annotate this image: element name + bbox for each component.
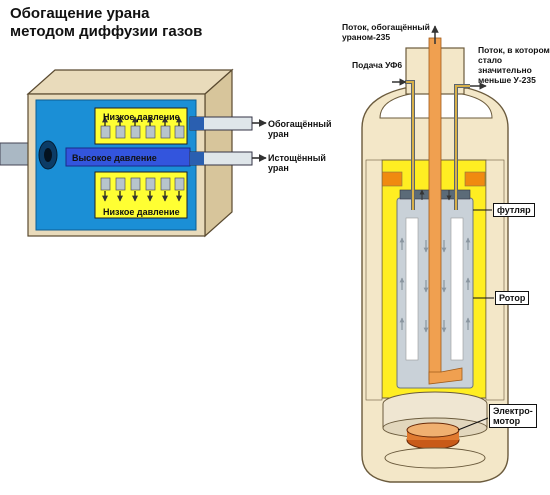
depleted-uranium-label-line-2: уран [268,163,289,173]
flow-enriched-label-line-2: ураном-235 [342,32,391,42]
motor-top [406,422,460,438]
enriched-uranium-label-line-1: Обогащённый [268,119,332,129]
motor-label: Электро- мотор [489,404,537,428]
motor-label-line-2: мотор [493,416,521,426]
inner-tube-left [405,217,419,361]
depleted-outlet-band [190,152,204,165]
diffusion-unit [0,68,267,238]
flow-depleted-label-line-4: меньше У-235 [478,75,536,85]
box-top-face [26,69,234,95]
feed-pipe-left-core [405,81,414,210]
motor-label-line-1: Электро- [493,406,533,416]
motor-bottom-plate [384,447,486,469]
low-pressure-top-label: Низкое давление [103,112,180,122]
casing-wall-right [485,159,505,401]
page-title-line-2: методом диффузии газов [10,23,203,40]
depleted-uranium-label-line-1: Истощённый [268,153,326,163]
flow-depleted-label: Поток, в котором стало значительно меньш… [478,45,550,85]
flow-enriched-label: Поток, обогащённый ураном-235 [342,22,430,42]
rotor-top-arrows [419,189,452,201]
feed-uf6-label: Подача УФ6 [352,60,403,70]
casing-label: футляр [493,203,535,217]
enriched-uranium-label-line-2: уран [268,129,289,139]
high-pressure-label: Высокое давление [72,153,157,163]
enriched-uranium-label: Обогащённый уран [268,119,332,139]
enriched-outlet-band [190,117,204,130]
page-title-line-1: Обогащение урана [10,5,150,22]
orange-block-left [381,171,403,187]
motor-leader [457,417,489,431]
flow-arrows-top [102,116,182,126]
central-pipe [428,37,442,381]
rotor-flow-arrows [399,237,471,333]
low-pressure-bottom-label: Низкое давление [103,207,180,217]
central-pipe-foot [428,367,463,385]
flow-enriched-label-line-1: Поток, обогащённый [342,22,430,32]
feed-pipe-right-core [455,85,470,210]
inlet-hole [44,148,52,162]
flow-depleted-label-line-1: Поток, в котором [478,45,550,55]
flow-arrows-bottom [102,191,182,202]
membrane-pores-bottom [100,177,185,191]
orange-block-right [464,171,486,187]
casing-wall-left [365,159,383,401]
flow-depleted-label-line-2: стало [478,55,503,65]
depleted-uranium-label: Истощённый уран [268,153,326,173]
flow-depleted-label-line-3: значительно [478,65,532,75]
rotor-label: Ротор [495,291,530,305]
centrifuge [361,25,509,483]
inner-tube-right [450,217,464,361]
